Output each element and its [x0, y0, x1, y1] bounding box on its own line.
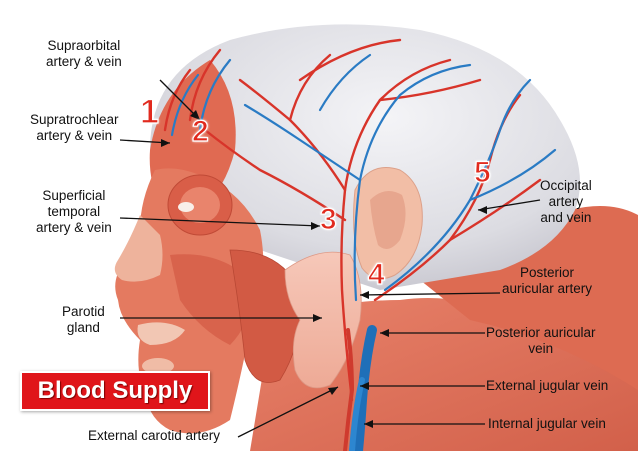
label-superficial-temporal: Superficial temporal artery & vein: [36, 188, 112, 235]
title-banner: Blood Supply: [20, 371, 210, 411]
masseter: [229, 249, 302, 383]
back-neck-muscle: [420, 206, 638, 390]
external-jugular-vein-shape: [353, 325, 377, 451]
label-internal-jugular: Internal jugular vein: [488, 416, 606, 431]
label-external-carotid: External carotid artery: [88, 428, 221, 443]
leader-arrows: [161, 110, 487, 428]
marker-2: 2: [191, 115, 209, 148]
label-parotid: Parotid gland: [62, 304, 105, 335]
marker-1: 1: [139, 93, 159, 131]
marker-4: 4: [367, 258, 385, 291]
marker-5: 5: [473, 156, 491, 189]
title-text: Blood Supply: [37, 377, 193, 404]
label-occipital: Occipital artery and vein: [540, 178, 592, 225]
lips: [137, 322, 185, 345]
nose: [114, 215, 163, 282]
arteries: [163, 38, 542, 402]
label-supratrochlear: Supratrochlear artery & vein: [30, 112, 119, 143]
label-external-jugular: External jugular vein: [486, 378, 609, 393]
veins: [170, 53, 557, 302]
cheek-muscle: [170, 254, 251, 345]
label-posterior-auricular-vein: Posterior auricular vein: [486, 325, 596, 356]
label-supraorbital: Supraorbital artery & vein: [46, 38, 122, 69]
marker-3: 3: [319, 203, 337, 236]
label-posterior-auricular-artery: Posterior auricular artery: [502, 265, 593, 296]
external-carotid-artery-shape: [343, 328, 355, 451]
